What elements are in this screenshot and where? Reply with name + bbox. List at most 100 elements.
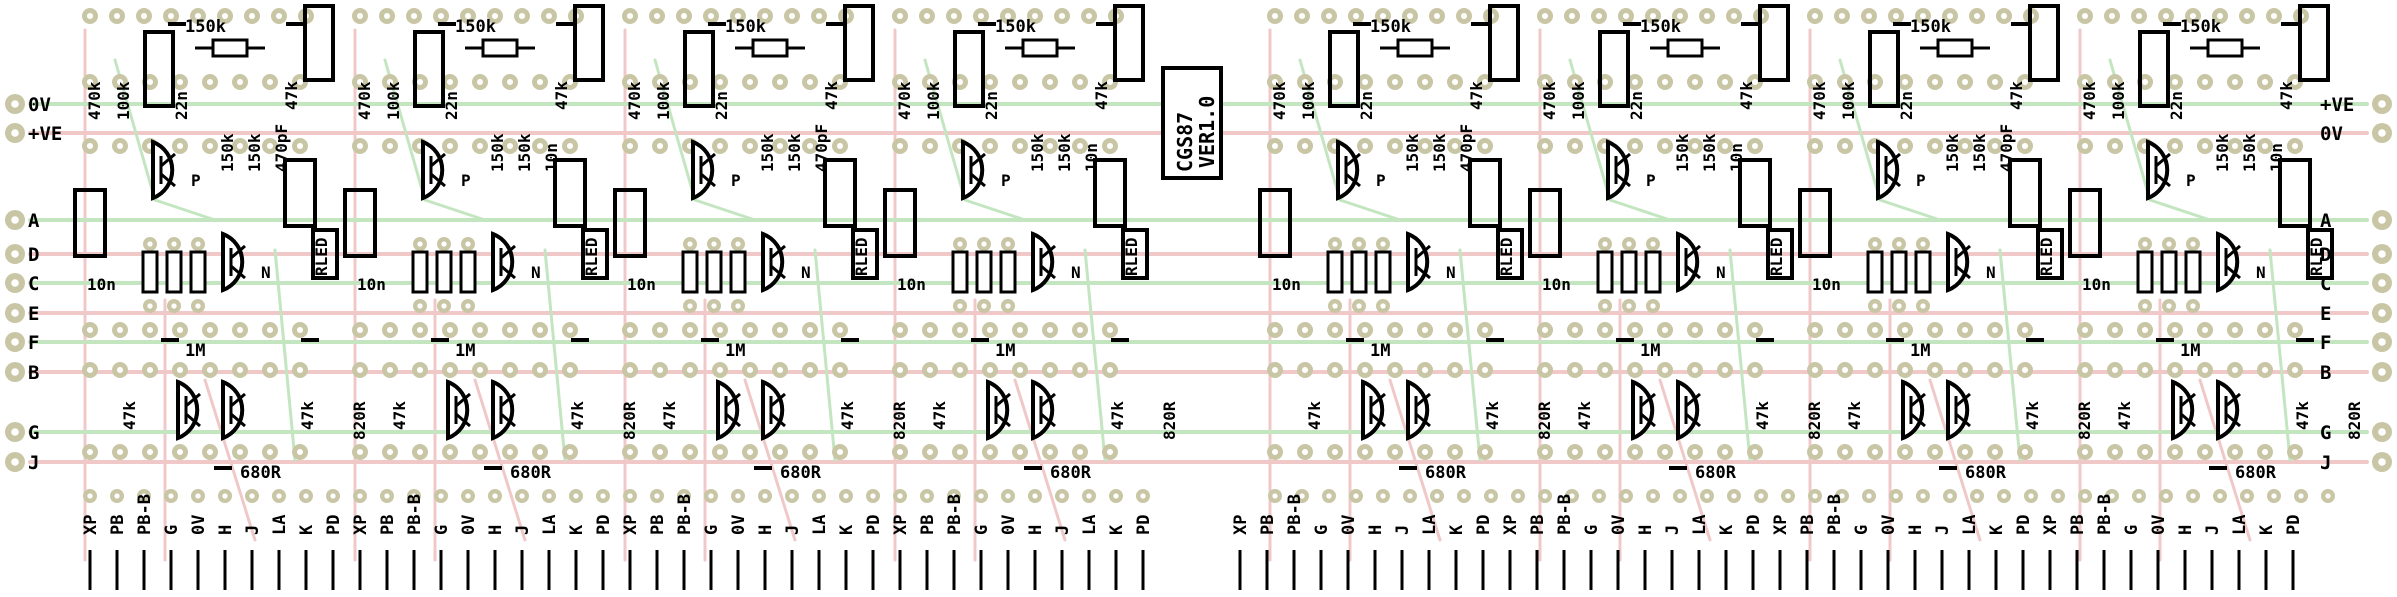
pad: [892, 138, 908, 154]
pin-label: J: [783, 525, 803, 535]
pad: [1267, 74, 1283, 90]
pad: [802, 138, 818, 154]
value-label: 150k: [1673, 133, 1692, 172]
pad: [802, 74, 818, 90]
pad: [1457, 489, 1471, 503]
pad: [1447, 74, 1463, 90]
pad: [1136, 489, 1150, 503]
pad: [380, 489, 394, 503]
pad: [742, 444, 758, 460]
pad: [1807, 362, 1823, 378]
pin-label: G: [972, 525, 992, 535]
pad: [1484, 489, 1498, 503]
pad: [892, 444, 908, 460]
transistor-type-label: P: [461, 171, 471, 190]
pad: [2107, 138, 2123, 154]
pad: [2227, 74, 2243, 90]
value-label: 680R: [1695, 463, 1737, 483]
value-label: 100k: [114, 81, 133, 120]
pad: [472, 362, 488, 378]
value-label: 22n: [172, 91, 191, 120]
value-label: 100k: [1569, 81, 1588, 120]
resistor-body: [411, 250, 429, 294]
pad: [1027, 8, 1043, 24]
component-outline: [2028, 4, 2060, 82]
transistor: [761, 231, 786, 293]
pad: [1267, 322, 1283, 338]
pad: [83, 489, 97, 503]
pad: [352, 444, 368, 460]
value-label: RLED: [582, 237, 601, 276]
component-outline: [1758, 4, 1790, 82]
value-label: 10n: [1082, 143, 1101, 172]
pad: [2372, 362, 2392, 382]
pad: [1987, 362, 2003, 378]
value-label: 470k: [85, 81, 104, 120]
transistor: [2171, 379, 2196, 441]
pin-label: XP: [1231, 515, 1251, 535]
pad: [502, 138, 518, 154]
value-label: 10n: [2082, 275, 2111, 294]
pad: [974, 489, 988, 503]
pad: [1834, 8, 1850, 24]
pad: [1700, 489, 1714, 503]
pad: [382, 74, 398, 90]
pad: [202, 322, 218, 338]
pin-label: PD: [324, 515, 344, 535]
component-outline: [1528, 188, 1562, 258]
value-label: 1M: [725, 341, 745, 361]
value-label: RLED: [852, 237, 871, 276]
pad: [731, 299, 745, 313]
value-label: 150k: [1640, 17, 1681, 37]
value-label: 150k: [2213, 133, 2232, 172]
pad: [1055, 489, 1069, 503]
component-outline: [1598, 30, 1630, 108]
pad: [1892, 237, 1906, 251]
track: [1998, 248, 2022, 462]
pad: [1429, 8, 1445, 24]
pad: [758, 489, 772, 503]
value-label: 680R: [1965, 463, 2007, 483]
pad: [1957, 322, 1973, 338]
pad: [742, 362, 758, 378]
pad: [2186, 237, 2200, 251]
pad: [2372, 94, 2392, 114]
pad: [1297, 138, 1313, 154]
pad: [352, 322, 368, 338]
value-label: 820R: [350, 401, 369, 440]
pad: [172, 444, 188, 460]
value-label: 47k: [120, 401, 139, 430]
resistor-body: [1350, 250, 1368, 294]
pad: [2287, 362, 2303, 378]
pad: [442, 74, 458, 90]
pad: [2372, 452, 2392, 472]
resistor-body: [1620, 250, 1638, 294]
pad: [82, 322, 98, 338]
pad: [82, 444, 98, 460]
pad: [1927, 444, 1943, 460]
pin-label: LA: [2230, 515, 2250, 535]
pad: [382, 322, 398, 338]
pad: [772, 138, 788, 154]
edge-label-left: +VE: [28, 123, 62, 145]
pin-label: LA: [810, 515, 830, 535]
pad: [1109, 489, 1123, 503]
pad: [1072, 74, 1088, 90]
pad: [262, 138, 278, 154]
pad: [1598, 237, 1612, 251]
pad: [1357, 138, 1373, 154]
pad: [1957, 138, 1973, 154]
pin-label: PB: [108, 515, 128, 535]
track: [923, 58, 1027, 222]
value-label: 10n: [87, 275, 116, 294]
component-outline: [581, 228, 609, 280]
track: [273, 248, 297, 462]
pad: [2321, 489, 2335, 503]
value-label: 10n: [2267, 143, 2286, 172]
pad: [1012, 444, 1028, 460]
pin-label: XP: [1771, 515, 1791, 535]
pad: [5, 273, 25, 293]
value-label: 820R: [1535, 401, 1554, 440]
transistor-type-label: N: [1986, 263, 1996, 282]
